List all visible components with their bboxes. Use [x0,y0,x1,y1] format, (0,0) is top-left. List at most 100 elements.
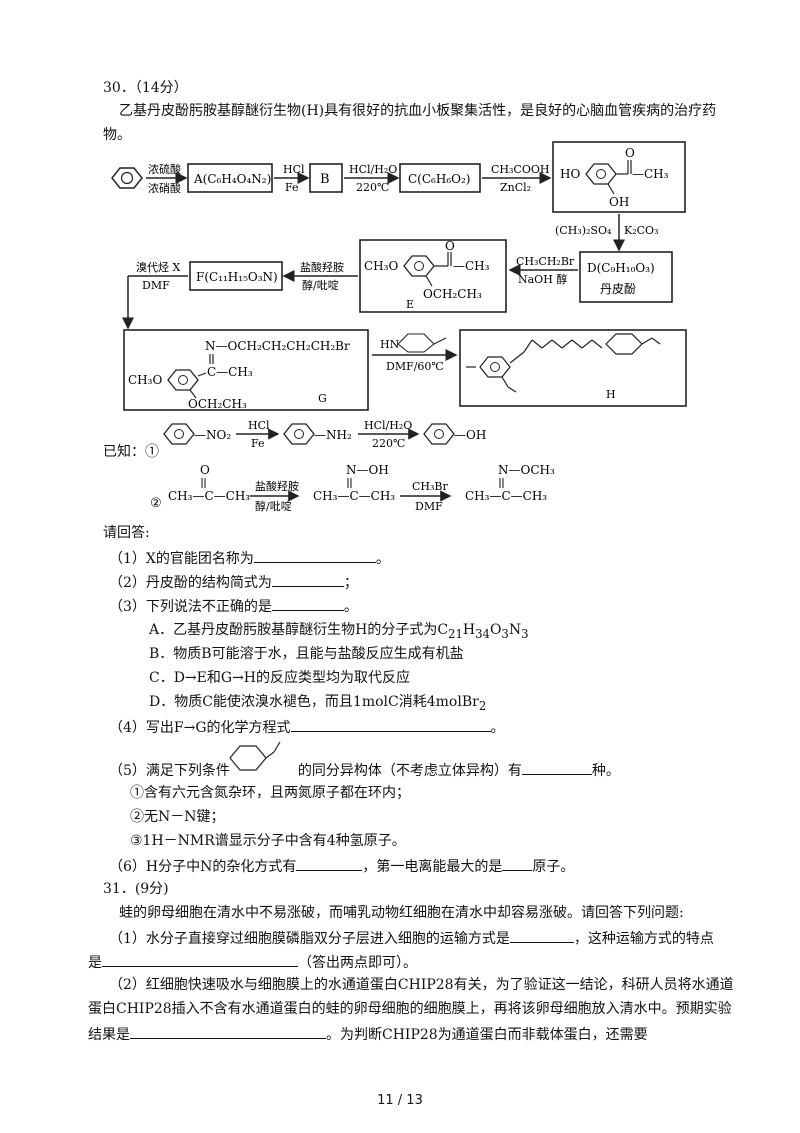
eq1-left: —NO₂ [194,428,231,442]
reagent2-top: HCl [283,163,305,176]
box-B [309,163,343,193]
reagent3-top: HCl/H₂O [349,163,397,176]
E-label: E [406,298,414,311]
eq2-r1-bottom: 醇/吡啶 [255,499,292,513]
reagent6-top: CH₃CH₂Br [516,255,575,268]
q30-3-option-D: D．物质C能使浓溴水褪色，而且1molC消耗4molBr2 [149,694,487,713]
synthesis-scheme: 浓硫酸 浓硝酸 A(C₆H₄O₄N₂) HCl Fe B HCl/H₂O 220… [111,141,687,411]
eq2-r2-top: CH₃Br [412,480,449,493]
q30-1-blank[interactable] [253,548,376,563]
reagent8-bottom: DMF [142,279,170,292]
top-right-HO: HO [560,167,580,181]
q31-1-blank1[interactable] [509,928,574,943]
q31-2-blank[interactable] [130,1024,326,1039]
G-label: G [318,392,327,405]
q31-2-line2: 蛋白CHIP28插入不含有水通道蛋白的蛙的卵母细胞的细胞膜上，再将该卵母细胞放入… [88,1001,732,1017]
eq2-mid: CH₃—C—CH₃ [313,489,395,503]
reagent3-bottom: 220℃ [356,181,389,194]
eq1-mid: —NH₂ [314,428,352,442]
q30-5-cond3: ③1H－NMR谱显示分子中含有4种氢原子。 [130,833,406,849]
q30-5-blank[interactable] [521,760,592,775]
E-CH3: —CH₃ [453,259,490,273]
reagent8-top: 溴代烃 X [136,260,180,274]
eq2-num: ② [150,496,162,511]
eq2-right: CH₃—C—CH₃ [465,489,547,503]
known-reactions: —NO₂ HCl Fe —NH₂ HCl/H₂O 220℃ —OH ② O CH… [150,419,555,513]
q30-4-blank[interactable] [290,717,491,732]
H-label: H [606,388,616,401]
q30-3-option-A: A．乙基丹皮酚肟胺基醇醚衍生物H的分子式为C21H34O3N3 [149,622,529,641]
q31-intro: 蛙的卵母细胞在清水中不易涨破，而哺乳动物红细胞在清水中却容易涨破。请回答下列问题… [119,905,684,921]
eq2-mid-top: N—OH [346,463,389,477]
q30-header: 30．（14分） [103,80,188,96]
reagent1-top: 浓硫酸 [148,162,181,176]
reagent4-bottom: ZnCl₂ [500,181,531,194]
box-hydroxyacetophenone [552,141,686,213]
box-D [579,251,673,303]
box-E [359,239,507,313]
q30-2-blank[interactable] [271,572,344,587]
box-G [123,329,369,411]
reagent4-top: CH₃COOH [491,163,549,176]
G-C: C—CH₃ [207,365,253,379]
reagent9-bottom: DMF/60℃ [386,360,444,373]
reagent5-left: (CH₃)₂SO₄ [555,224,612,237]
answer-prompt: 请回答: [103,525,150,541]
box-F [189,261,283,291]
q31-1-blank2[interactable] [102,952,298,967]
q30-6-blank2[interactable] [502,856,533,871]
q31-2-line3: 结果是。为判断CHIP28为通道蛋白而非载体蛋白，还需要 [88,1024,648,1044]
benzene-start [111,167,143,189]
eq1-r1-top: HCl [248,419,270,432]
reagent9-top: HN [380,338,400,351]
q30-5-cond2: ②无N－N键； [130,809,225,825]
eq2-right-top: N—OCH₃ [498,463,555,477]
H-structure [466,333,661,393]
compound-D: D(C₉H₁₀O₃) [587,261,655,275]
reagent7-bottom: 醇/吡啶 [302,278,339,292]
eq1-right: —OH [454,428,486,442]
q30-4: （4）写出F→G的化学方程式。 [109,717,505,737]
q30-2: （2）丹皮酚的结构简式为； [109,572,358,592]
box-C [399,163,481,193]
box-A [187,163,273,193]
compound-D-name: 丹皮酚 [600,282,636,296]
eq1-r1-bottom: Fe [251,437,265,450]
compound-B: B [320,172,330,187]
q30-6: （6）H分子中N的杂化方式有，第一电离能最大的是原子。 [109,856,574,876]
eq1-r2-top: HCl/H₂O [364,419,412,432]
reagent1-bottom: 浓硝酸 [148,181,181,195]
top-right-OH: OH [609,195,629,209]
page-number: 11 / 13 [377,1093,423,1108]
eq2-r1-top: 盐酸羟胺 [255,479,299,493]
reagent7-top: 盐酸羟胺 [300,260,344,274]
q31-header: 31．(9分) [103,881,169,897]
G-CH3O: CH₃O [128,373,162,387]
eq2-left-O: O [200,463,210,477]
q30-1: （1）X的官能团名称为。 [109,548,390,568]
q30-3: （3）下列说法不正确的是。 [109,596,358,616]
compound-F: F(C₁₁H₁₅O₃N) [196,270,278,284]
top-right-CH3: —CH₃ [632,167,669,181]
q31-1-line2: 是（答出两点即可）。 [88,952,417,972]
piperazine-ethyl-figure [229,741,281,771]
compound-A: A(C₆H₄O₄N₂) [193,172,271,186]
q30-3-blank[interactable] [271,596,344,611]
q30-intro-line1: 乙基丹皮酚肟胺基醇醚衍生物(H)具有很好的抗血小板聚集活性，是良好的心脑血管疾病… [119,103,717,119]
q31-2-line1: （2）红细胞快速吸水与细胞膜上的水通道蛋白CHIP28有关，为了验证这一结论，科… [109,977,734,993]
q30-3-option-C: C．D→E和G→H的反应类型均为取代反应 [149,670,411,686]
eq2-left: CH₃—C—CH₃ [168,489,250,503]
q30-5: （5）满足下列条件的同分异构体（不考虑立体异构）有种。 [109,760,620,780]
known-label: 已知：① [103,444,159,460]
E-CH3O: CH₃O [364,259,398,273]
compound-C: C(C₆H₆O₂) [408,172,470,186]
G-OEt: OCH₂CH₃ [188,397,247,411]
reagent2-bottom: Fe [285,181,299,194]
E-O: O [445,239,455,253]
top-right-O: O [625,146,635,160]
G-chain: N—OCH₂CH₂CH₂CH₂Br [205,339,350,353]
q30-6-blank1[interactable] [296,856,363,871]
E-OEt: OCH₂CH₃ [423,287,482,301]
q31-1: （1）水分子直接穿过细胞膜磷脂双分子层进入细胞的运输方式是，这种运输方式的特点 [109,928,714,948]
q30-5-cond1: ①含有六元含氮杂环，且两氮原子都在环内； [130,785,410,801]
